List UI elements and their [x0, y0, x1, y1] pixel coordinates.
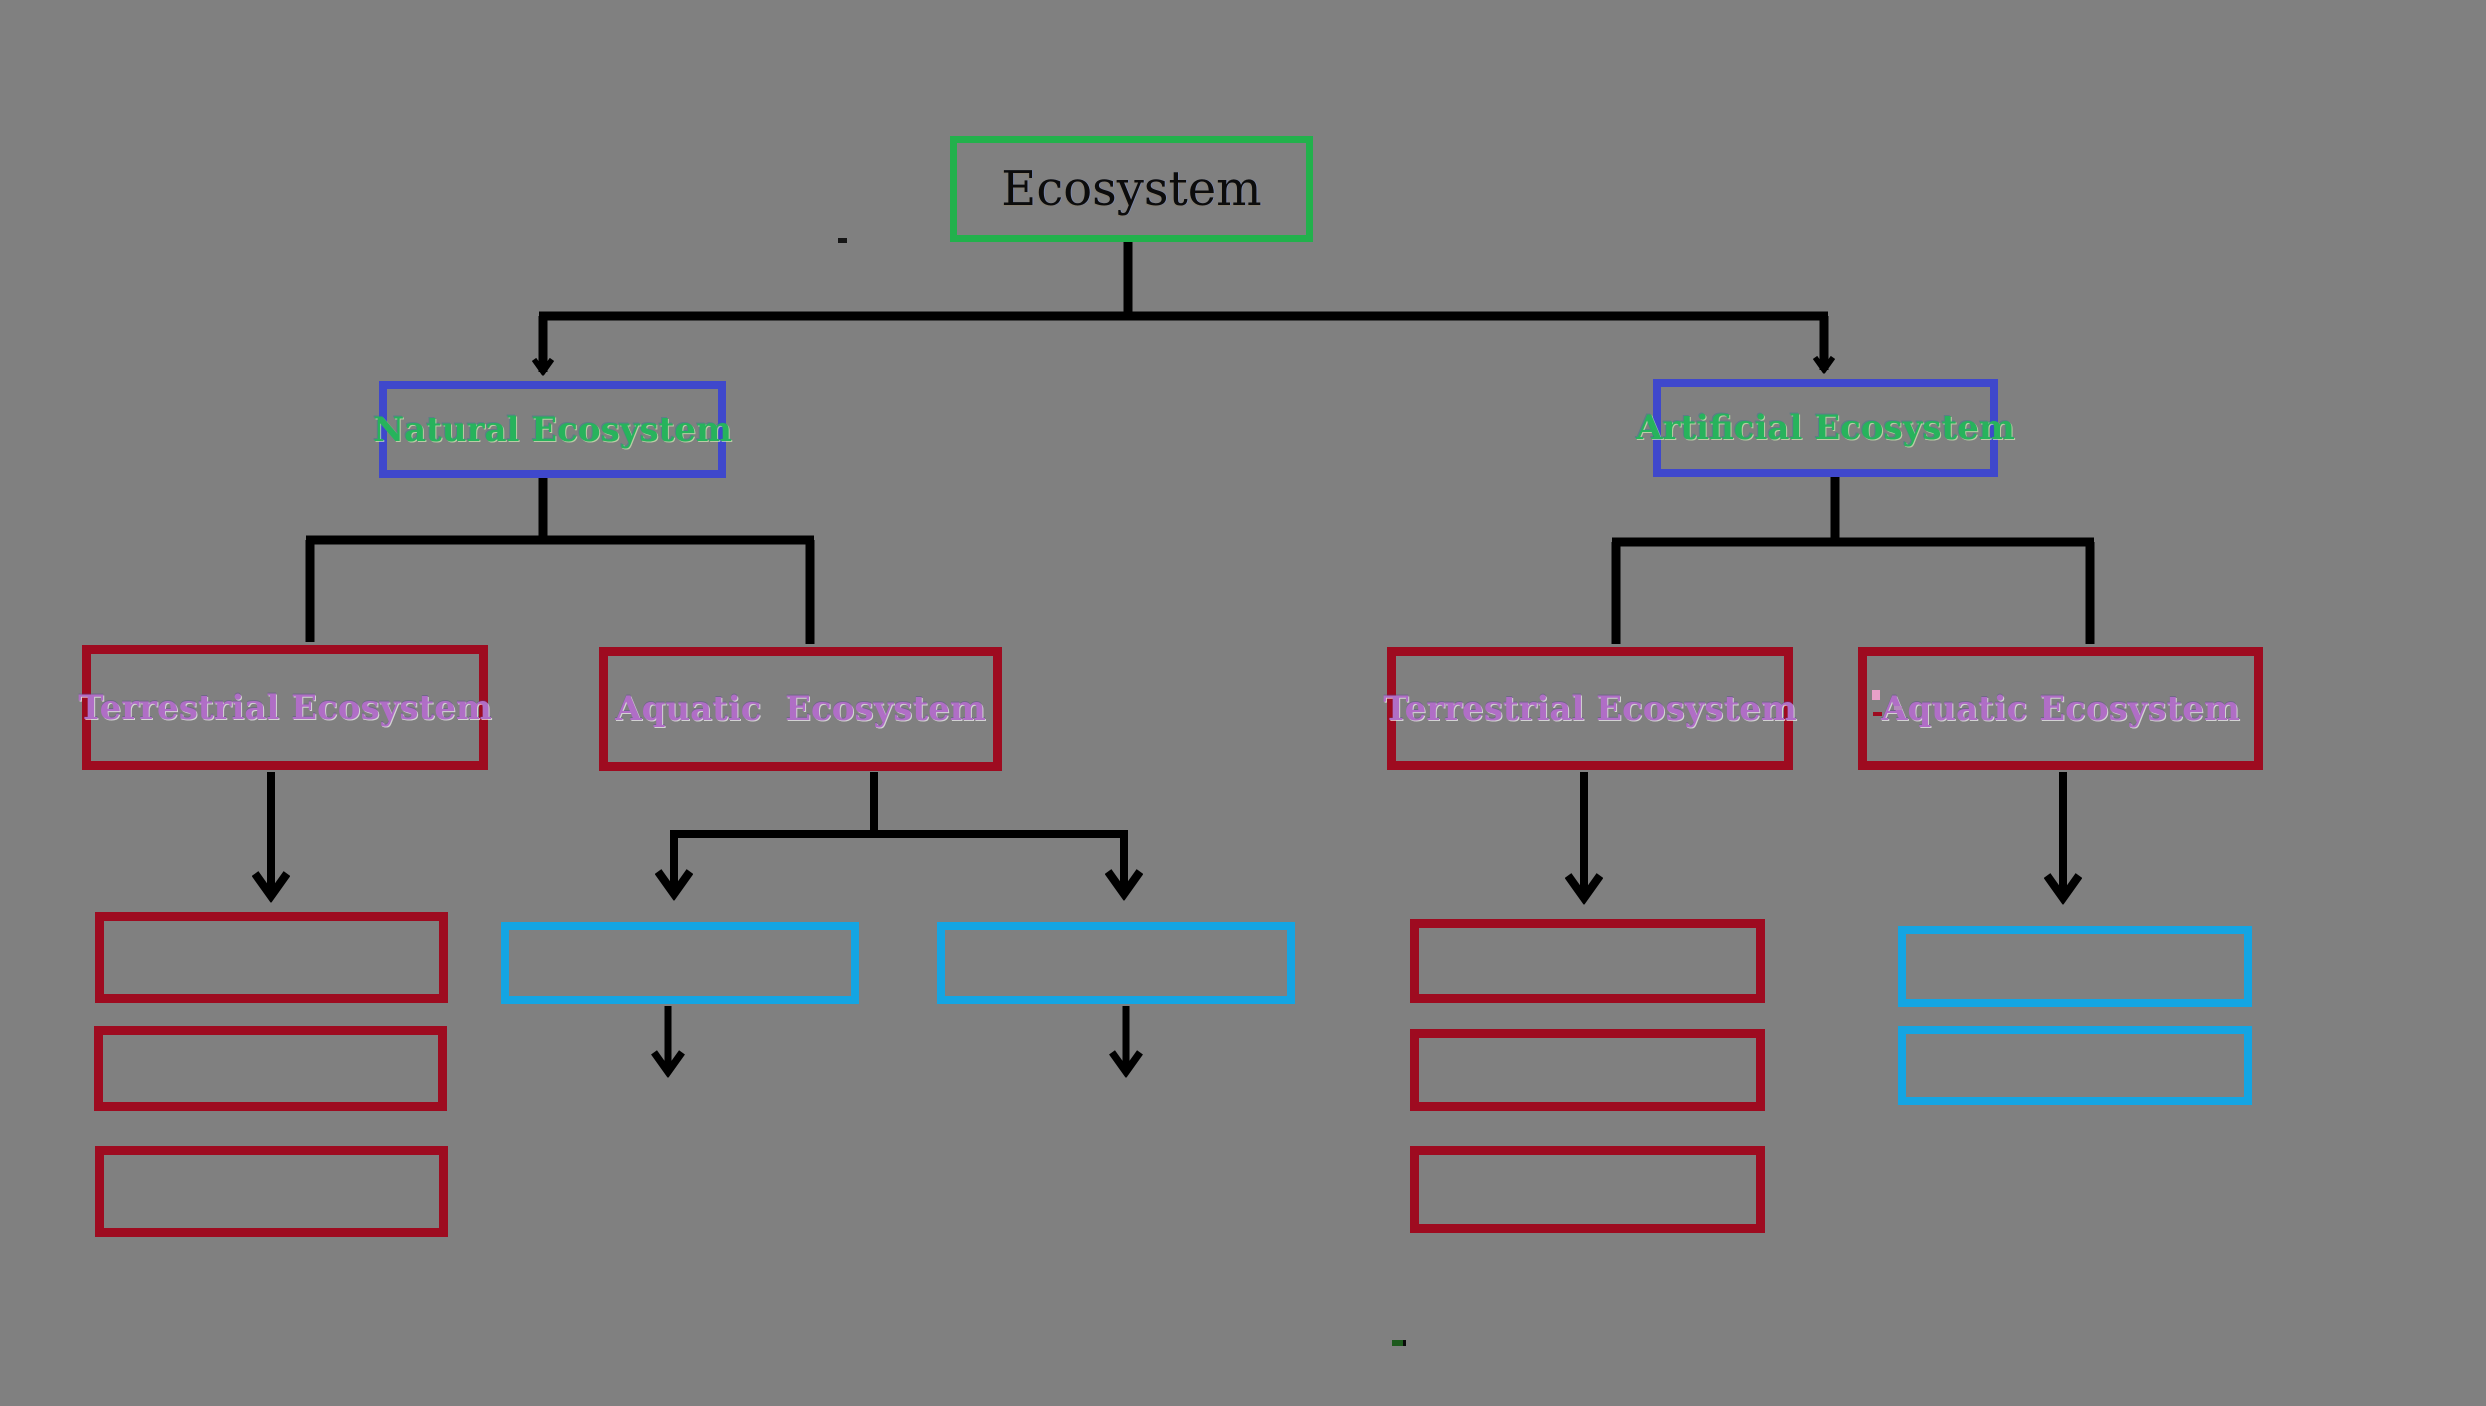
- node-artificial-terrestrial-label: Terrestrial Ecosystem: [1383, 688, 1797, 729]
- stray-mark-aquatic-2: [1873, 712, 1882, 716]
- node-natural-ecosystem-label: Natural Ecosystem: [373, 409, 732, 450]
- node-natural-ecosystem: Natural Ecosystem: [373, 381, 732, 478]
- empty-box-artificial-terrestrial-1: [1410, 919, 1765, 1003]
- node-artificial-aquatic: Aquatic Ecosystem: [1858, 647, 2263, 770]
- empty-box-natural-aquatic-2: [937, 922, 1295, 1004]
- node-artificial-terrestrial: Terrestrial Ecosystem: [1383, 647, 1797, 770]
- stray-mark-bottom: [1392, 1340, 1406, 1346]
- node-ecosystem-label: Ecosystem: [1001, 161, 1262, 217]
- empty-box-natural-terrestrial-1: [95, 912, 448, 1003]
- empty-box-artificial-terrestrial-3: [1410, 1146, 1765, 1233]
- empty-box-artificial-aquatic-2: [1898, 1026, 2252, 1105]
- node-natural-aquatic-label: Aquatic Ecosystem: [615, 689, 986, 729]
- stray-mark-aquatic-1: [1872, 690, 1880, 700]
- stray-mark-aquatic-3: [1894, 706, 1902, 710]
- node-natural-terrestrial-label: Terrestrial Ecosystem: [78, 687, 492, 728]
- empty-box-natural-aquatic-1: [501, 922, 859, 1004]
- stray-mark-top: [838, 238, 847, 243]
- node-natural-aquatic: Aquatic Ecosystem: [599, 647, 1002, 771]
- empty-box-artificial-terrestrial-2: [1410, 1029, 1765, 1111]
- node-artificial-ecosystem-label: Artificial Ecosystem: [1636, 408, 2015, 448]
- node-artificial-aquatic-label: Aquatic Ecosystem: [1881, 688, 2240, 729]
- empty-box-artificial-aquatic-1: [1898, 926, 2252, 1007]
- empty-box-natural-terrestrial-3: [95, 1146, 448, 1237]
- node-natural-terrestrial: Terrestrial Ecosystem: [78, 645, 492, 770]
- node-ecosystem: Ecosystem: [950, 136, 1313, 242]
- empty-box-natural-terrestrial-2: [94, 1026, 447, 1111]
- node-artificial-ecosystem: Artificial Ecosystem: [1636, 379, 2015, 477]
